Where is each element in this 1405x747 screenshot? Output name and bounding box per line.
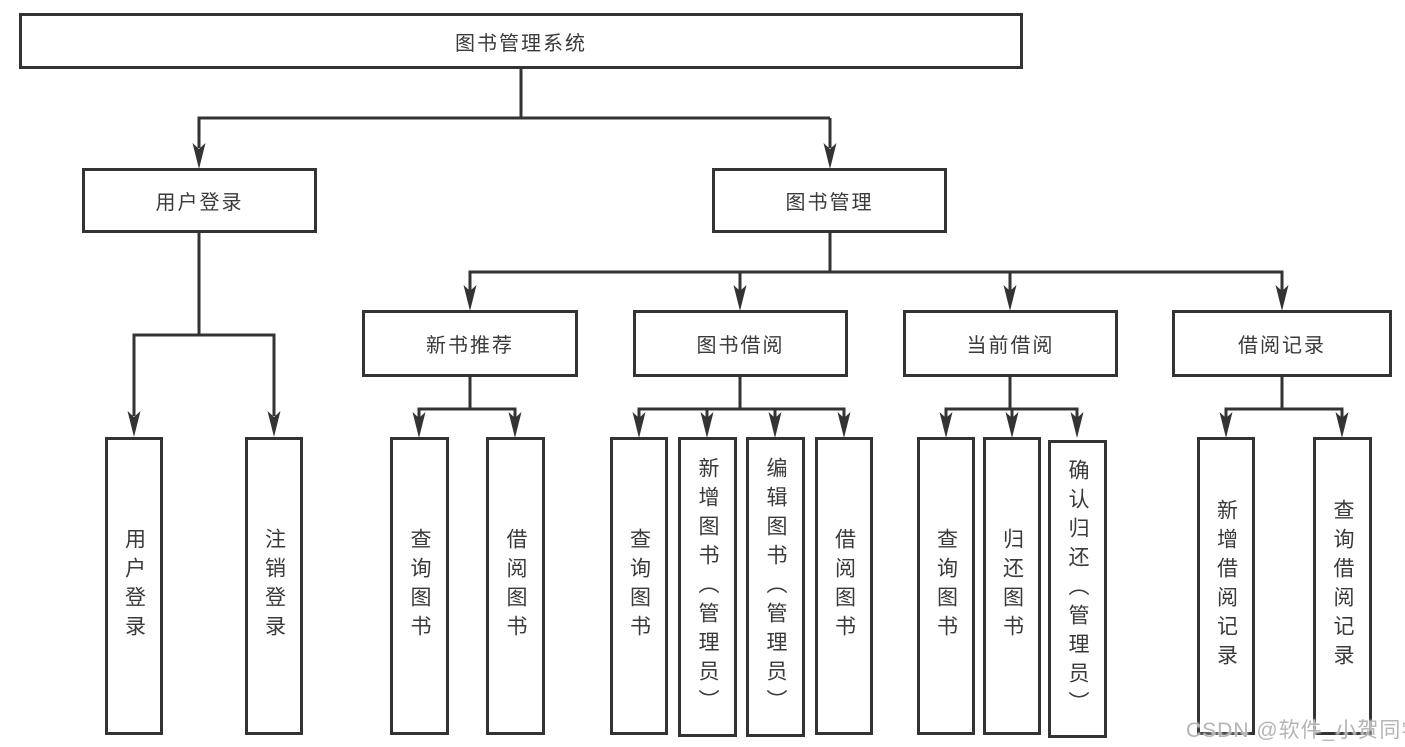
leaf-user-login: 用户登录 [105, 437, 163, 735]
node-new-book-recommend-label: 新书推荐 [426, 335, 514, 357]
leaf-logout: 注销登录 [245, 437, 303, 735]
node-borrow-records-label: 借阅记录 [1238, 335, 1326, 357]
node-book-management: 图书管理 [712, 168, 947, 233]
node-root-label: 图书管理系统 [455, 32, 587, 55]
leaf-current-confirm-return-label: 确认归还（管理员） [1066, 458, 1089, 720]
leaf-borrow-query-books-label: 查询图书 [627, 528, 651, 644]
connector-lines [132, 69, 1344, 419]
csdn-watermark: CSDN @软件_小贺同学 [1186, 719, 1405, 742]
leaf-borrow-edit-books-label: 编辑图书（管理员） [764, 456, 787, 718]
node-root: 图书管理系统 [19, 13, 1023, 69]
leaf-logout-label: 注销登录 [262, 528, 286, 644]
leaf-newbook-query-books: 查询图书 [390, 437, 449, 735]
arrowheads [127, 143, 1349, 438]
leaf-newbook-query-books-label: 查询图书 [408, 528, 431, 644]
leaf-borrow-query-books: 查询图书 [610, 437, 668, 735]
leaf-borrow-edit-books: 编辑图书（管理员） [746, 437, 805, 737]
node-new-book-recommend: 新书推荐 [362, 310, 578, 377]
node-book-borrow-label: 图书借阅 [696, 335, 785, 357]
leaf-records-add-record-label: 新增借阅记录 [1214, 499, 1238, 673]
node-book-management-label: 图书管理 [785, 192, 874, 214]
node-current-borrow: 当前借阅 [903, 310, 1118, 377]
leaf-newbook-borrow-books: 借阅图书 [486, 437, 545, 735]
leaf-user-login-label: 用户登录 [122, 528, 146, 644]
node-book-borrow: 图书借阅 [633, 310, 848, 377]
leaf-records-query-record-label: 查询借阅记录 [1331, 499, 1354, 673]
node-current-borrow-label: 当前借阅 [966, 335, 1055, 357]
leaf-current-return-books-label: 归还图书 [1000, 528, 1024, 644]
leaf-borrow-add-books-label: 新增图书（管理员） [696, 456, 719, 718]
leaf-current-query-books-label: 查询图书 [934, 528, 958, 644]
node-user-login: 用户登录 [82, 168, 317, 233]
node-borrow-records: 借阅记录 [1172, 310, 1392, 377]
node-user-login-label: 用户登录 [155, 192, 244, 214]
leaf-borrow-add-books: 新增图书（管理员） [678, 437, 737, 737]
leaf-newbook-borrow-books-label: 借阅图书 [504, 528, 527, 644]
leaf-records-query-record: 查询借阅记录 [1313, 437, 1372, 735]
leaf-borrow-borrow-books: 借阅图书 [815, 437, 873, 735]
leaf-borrow-borrow-books-label: 借阅图书 [832, 528, 856, 644]
leaf-current-return-books: 归还图书 [983, 437, 1041, 735]
leaf-current-confirm-return: 确认归还（管理员） [1048, 440, 1107, 738]
leaf-records-add-record: 新增借阅记录 [1197, 437, 1255, 735]
leaf-current-query-books: 查询图书 [917, 437, 975, 735]
